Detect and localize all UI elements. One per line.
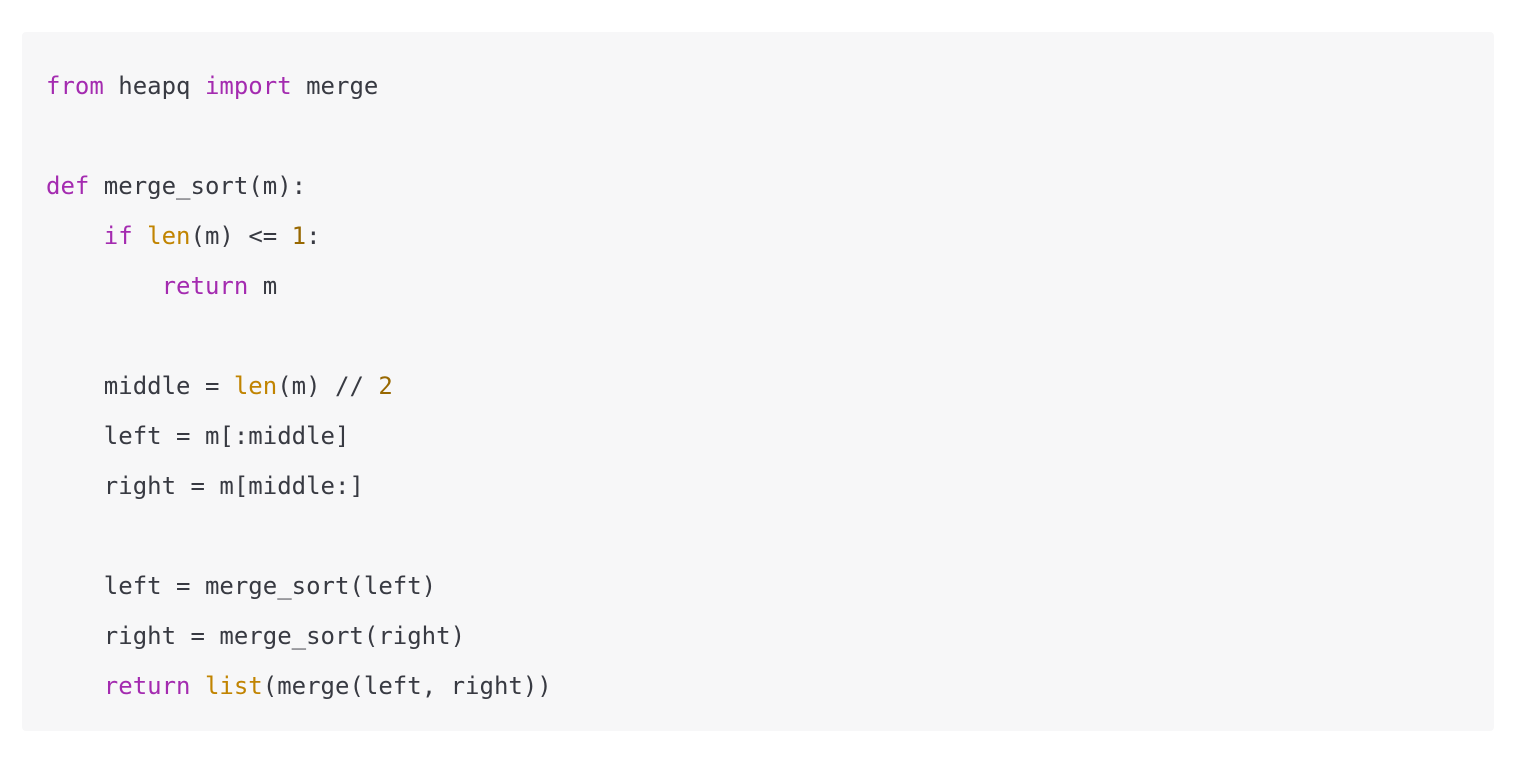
code-line: return list(merge(left, right)) bbox=[46, 661, 1470, 711]
code-token-plain bbox=[46, 672, 104, 700]
code-line: from heapq import merge bbox=[46, 61, 1470, 111]
code-token-plain: right = m[middle:] bbox=[46, 472, 364, 500]
code-line: right = merge_sort(right) bbox=[46, 611, 1470, 661]
code-token-plain: (merge(left, right)) bbox=[262, 672, 552, 700]
code-token-plain: heapq bbox=[103, 72, 205, 100]
code-token-plain bbox=[46, 222, 104, 250]
code-token-keyword: return bbox=[103, 672, 191, 700]
code-line bbox=[46, 111, 1470, 161]
code-token-plain: merge bbox=[291, 72, 379, 100]
code-token-keyword: if bbox=[103, 222, 133, 250]
code-line: right = m[middle:] bbox=[46, 461, 1470, 511]
code-token-plain bbox=[191, 672, 205, 700]
code-line: def merge_sort(m): bbox=[46, 161, 1470, 211]
code-token-number: 2 bbox=[378, 372, 393, 400]
code-token-plain: merge_sort(m): bbox=[89, 172, 307, 200]
code-line: if len(m) <= 1: bbox=[46, 211, 1470, 261]
code-token-plain: middle = bbox=[46, 372, 234, 400]
code-token-plain: left = m[:middle] bbox=[46, 422, 350, 450]
code-token-plain: left = merge_sort(left) bbox=[46, 572, 437, 600]
code-token-keyword: import bbox=[204, 72, 292, 100]
code-token-built_in: len bbox=[147, 222, 191, 250]
code-token-plain: (m) // bbox=[277, 372, 379, 400]
code-token-keyword: return bbox=[161, 272, 249, 300]
code-area: from heapq import merge def merge_sort(m… bbox=[46, 61, 1470, 711]
code-token-plain: m bbox=[248, 272, 278, 300]
code-token-plain bbox=[133, 222, 147, 250]
code-line: return m bbox=[46, 261, 1470, 311]
code-line: left = merge_sort(left) bbox=[46, 561, 1470, 611]
code-token-plain bbox=[46, 272, 162, 300]
code-token-number: 1 bbox=[291, 222, 307, 250]
code-line bbox=[46, 511, 1470, 561]
code-token-built_in: len bbox=[233, 372, 278, 400]
code-token-built_in: list bbox=[204, 672, 263, 700]
code-line: left = m[:middle] bbox=[46, 411, 1470, 461]
code-token-keyword: from bbox=[46, 72, 104, 100]
code-line bbox=[46, 311, 1470, 361]
code-block: from heapq import merge def merge_sort(m… bbox=[22, 32, 1494, 731]
code-token-plain: (m) <= bbox=[190, 222, 292, 250]
code-token-plain: : bbox=[306, 222, 321, 250]
code-token-keyword: def bbox=[46, 172, 90, 200]
code-line: middle = len(m) // 2 bbox=[46, 361, 1470, 411]
code-token-plain: right = merge_sort(right) bbox=[46, 622, 466, 650]
